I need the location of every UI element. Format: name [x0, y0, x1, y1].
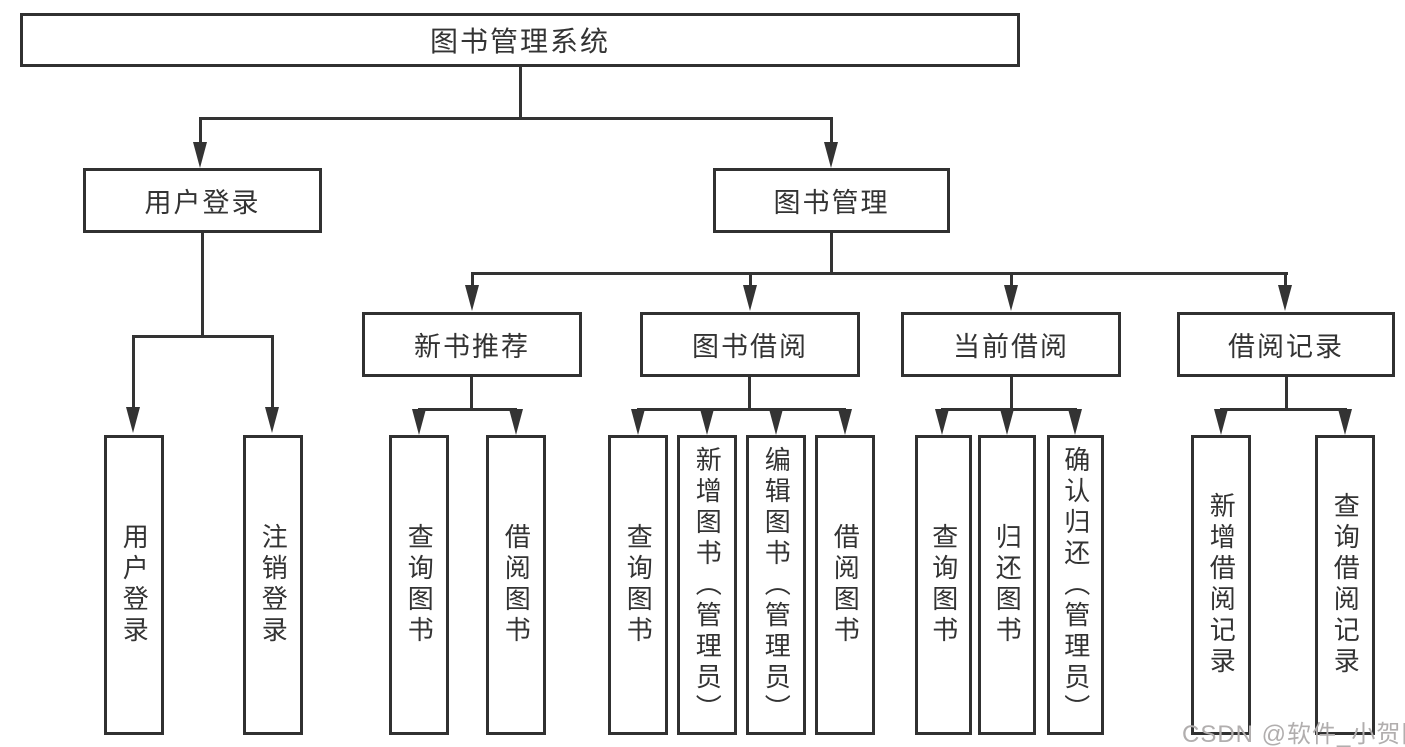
connector-shaft — [471, 275, 474, 285]
connector-root-vline — [519, 66, 522, 117]
connector-shaft — [749, 275, 752, 285]
connector-login-hline — [132, 335, 274, 338]
leaf-recommend-query-books: 查询图书 — [389, 435, 449, 735]
arrowhead-down — [700, 409, 714, 435]
node-label: 新书推荐 — [414, 332, 530, 362]
leaf-label: 注销登录 — [258, 523, 289, 647]
arrowhead-down — [126, 407, 140, 433]
node-label: 借阅记录 — [1228, 332, 1344, 362]
arrowhead-down — [935, 409, 949, 435]
arrowhead-down — [1004, 285, 1018, 311]
node-book-borrow: 图书借阅 — [640, 312, 860, 377]
leaf-borrow-books: 借阅图书 — [815, 435, 875, 735]
leaf-confirm-return-admin: 确认归还（管理员） — [1047, 435, 1104, 735]
leaf-query-borrow-record: 查询借阅记录 — [1315, 435, 1375, 735]
arrowhead-down — [838, 409, 852, 435]
node-new-book-recommend: 新书推荐 — [362, 312, 582, 377]
arrowhead-down — [743, 285, 757, 311]
arrowhead-down — [412, 409, 426, 435]
leaf-label: 借阅图书 — [501, 523, 532, 647]
connector-recommend-vline — [470, 377, 473, 410]
arrowhead-down — [1068, 409, 1082, 435]
leaf-current-query-books: 查询图书 — [915, 435, 972, 735]
node-user-login: 用户登录 — [83, 168, 322, 233]
leaf-label: 借阅图书 — [830, 523, 861, 647]
arrowhead-down — [193, 142, 207, 168]
connector-mgmt-vline — [830, 233, 833, 274]
connector-shaft — [1284, 275, 1287, 285]
node-label: 用户登录 — [144, 188, 261, 218]
connector-login-vline — [201, 233, 204, 337]
connector-borrow-hline — [637, 408, 846, 411]
leaf-logout: 注销登录 — [243, 435, 303, 735]
connector-login-shaft — [199, 117, 202, 144]
connector-borrow-vline — [748, 377, 751, 410]
node-label: 图书管理系统 — [429, 26, 610, 57]
leaf-label: 编辑图书（管理员） — [761, 445, 792, 725]
connector-recommend-hline — [418, 408, 517, 411]
leaf-label: 新增借阅记录 — [1206, 492, 1237, 678]
leaf-borrow-query-books: 查询图书 — [608, 435, 668, 735]
connector-records-vline — [1285, 377, 1288, 410]
connector-shaft — [132, 338, 135, 407]
leaf-label: 确认归还（管理员） — [1060, 445, 1091, 725]
leaf-label: 新增图书（管理员） — [692, 445, 723, 725]
node-label: 当前借阅 — [953, 332, 1069, 362]
leaf-label: 查询借阅记录 — [1330, 492, 1361, 678]
leaf-label: 查询图书 — [623, 523, 654, 647]
connector-records-hline — [1220, 408, 1347, 411]
connector-shaft — [271, 338, 274, 407]
arrowhead-down — [1000, 409, 1014, 435]
arrowhead-down — [509, 409, 523, 435]
connector-mgmt-hline — [471, 272, 1288, 275]
node-label: 图书借阅 — [692, 332, 808, 362]
leaf-recommend-borrow-books: 借阅图书 — [486, 435, 546, 735]
arrowhead-down — [769, 409, 783, 435]
leaf-label: 用户登录 — [119, 523, 150, 647]
leaf-user-login: 用户登录 — [104, 435, 164, 735]
leaf-label: 归还图书 — [992, 523, 1023, 647]
leaf-return-books: 归还图书 — [978, 435, 1036, 735]
node-current-borrow: 当前借阅 — [901, 312, 1121, 377]
leaf-add-books-admin: 新增图书（管理员） — [677, 435, 737, 735]
csdn-watermark: CSDN @软件_小贺同学 — [1182, 721, 1405, 747]
leaf-label: 查询图书 — [404, 523, 435, 647]
arrowhead-down — [1214, 409, 1228, 435]
leaf-label: 查询图书 — [928, 523, 959, 647]
node-borrow-records: 借阅记录 — [1177, 312, 1395, 377]
arrowhead-down — [1338, 409, 1352, 435]
connector-shaft — [1010, 275, 1013, 285]
arrowhead-down — [1278, 285, 1292, 311]
node-book-management: 图书管理 — [713, 168, 950, 233]
arrowhead-down — [265, 407, 279, 433]
node-library-system: 图书管理系统 — [20, 13, 1020, 67]
leaf-edit-books-admin: 编辑图书（管理员） — [746, 435, 806, 735]
arrowhead-down — [465, 285, 479, 311]
connector-current-vline — [1010, 377, 1013, 410]
leaf-add-borrow-record: 新增借阅记录 — [1191, 435, 1251, 735]
node-label: 图书管理 — [773, 188, 890, 218]
arrowhead-down — [824, 142, 838, 168]
connector-root-hline — [199, 117, 832, 120]
connector-mgmt-shaft — [830, 117, 833, 144]
arrowhead-down — [631, 409, 645, 435]
